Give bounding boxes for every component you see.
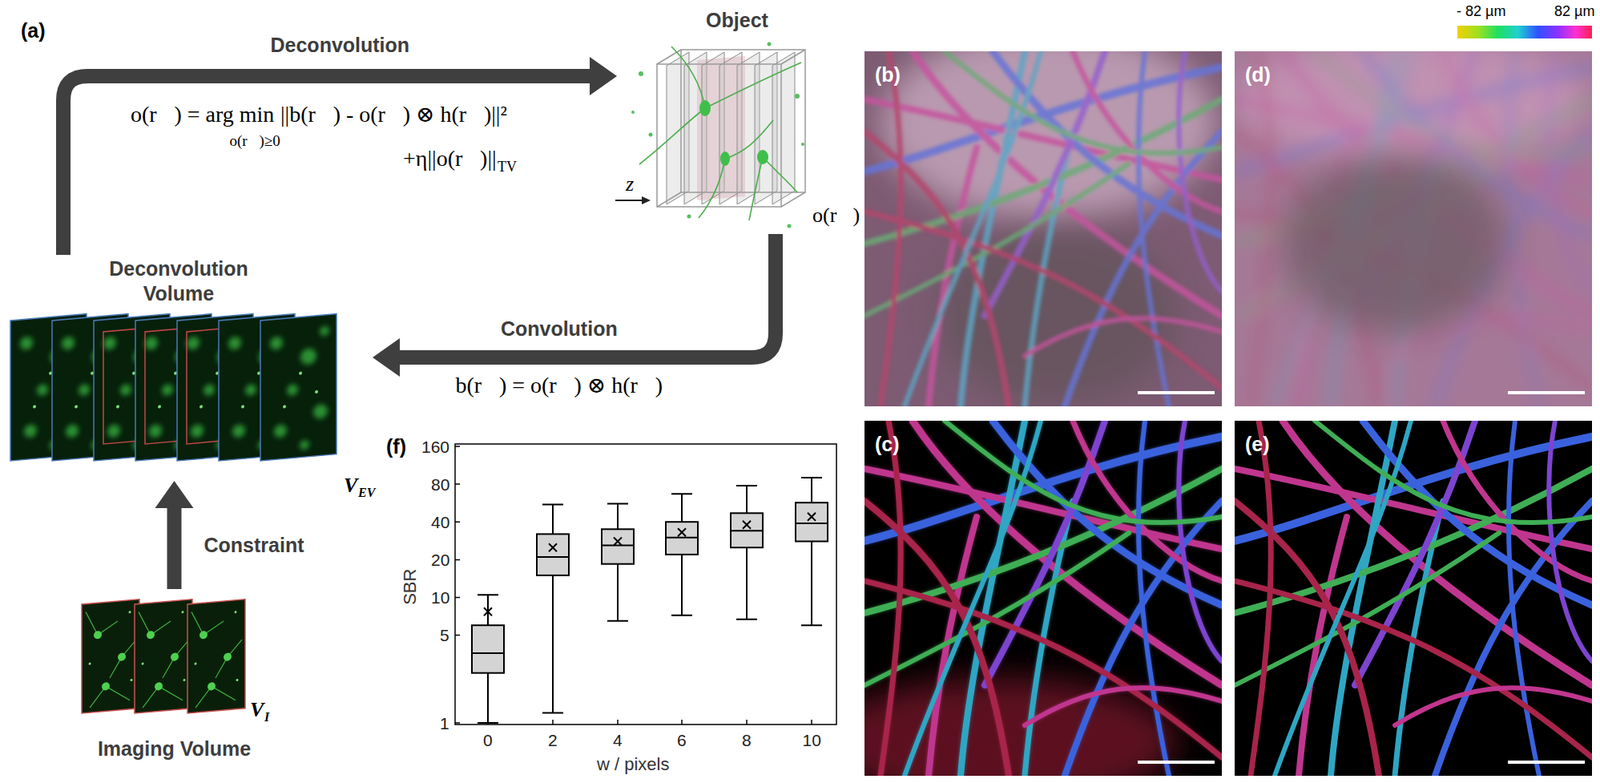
node-title: Object — [689, 8, 786, 33]
image-panel — [1234, 51, 1592, 407]
slice-border — [187, 599, 246, 714]
neurites — [639, 46, 802, 221]
scale-bar — [1507, 760, 1585, 764]
node-title: Imaging Volume — [76, 736, 273, 762]
equation-subscript: TV — [497, 158, 517, 177]
axis-ticks — [455, 446, 812, 725]
volume-node: Deconvolution Volume — [6, 254, 373, 481]
flow-arrow — [63, 76, 592, 255]
tick-label: 5 — [439, 624, 450, 645]
image-panel — [864, 51, 1222, 407]
tick-label: 4 — [612, 729, 623, 750]
object-symbol: o(r⃗) — [812, 202, 860, 228]
connector-group — [63, 56, 617, 255]
tick-label: 8 — [741, 729, 752, 750]
tick-label: 80 — [431, 474, 450, 495]
tick-label: 1 — [439, 713, 450, 734]
slice-border — [81, 599, 140, 714]
arrowhead — [372, 338, 400, 377]
equation-text: o(r⃗) = arg min — [130, 100, 275, 129]
tick-label: 20 — [431, 549, 450, 570]
volume-symbol: V — [249, 697, 264, 722]
scale-bar — [1507, 390, 1585, 395]
panel-letter: (e) — [1245, 431, 1270, 456]
axis-title: w / pixels — [596, 753, 670, 775]
panel-letter: (b) — [874, 62, 901, 87]
arrowhead — [155, 480, 194, 508]
boxes — [471, 477, 828, 723]
scale-bar — [1137, 390, 1215, 395]
equation-subscript: o(r⃗)≥0 — [229, 132, 281, 151]
image-panel — [1234, 420, 1592, 776]
tick-label: 6 — [677, 729, 687, 750]
node-title: Deconvolution Volume — [82, 256, 275, 307]
equation-text: +η||o(r⃗)|| — [403, 145, 497, 173]
axis-symbol: z — [625, 171, 634, 197]
tick-label: 10 — [802, 729, 822, 750]
panel-letter: (c) — [874, 431, 900, 456]
image-panel — [864, 420, 1222, 776]
colorbar-label: - 82 µm — [1456, 3, 1506, 21]
volume-node: Imaging Volume — [76, 588, 273, 770]
equation-text: b(r⃗) = o(r⃗) ⊗ h(r⃗) — [455, 371, 664, 399]
edge-label: Deconvolution — [270, 32, 411, 57]
tick-label: 0 — [483, 729, 493, 750]
tick-label: 40 — [431, 511, 450, 532]
edge-label: Constraint — [204, 532, 305, 557]
panel-letter: (d) — [1245, 62, 1271, 87]
axis-arrowhead — [641, 196, 651, 205]
colorbar-label: 82 µm — [1554, 3, 1595, 21]
volume-box — [656, 49, 806, 207]
axis-title: SBR — [399, 568, 421, 605]
slice-border — [134, 599, 193, 714]
imaging-stack — [81, 599, 246, 714]
equation-text: ||b(r⃗) - o(r⃗) ⊗ h(r⃗)||² — [280, 100, 508, 129]
connector-group — [372, 233, 776, 377]
panel-letter: (a) — [20, 18, 46, 43]
tick-label: 10 — [431, 587, 450, 608]
volume-subscript: EV — [358, 484, 375, 500]
particles — [631, 42, 805, 229]
flow-arrow — [398, 233, 776, 358]
volume-node: Object — [616, 6, 810, 234]
deconvolution-stack — [10, 314, 337, 461]
axis-arrow — [615, 199, 644, 202]
edge-label: Convolution — [500, 316, 618, 341]
tick-label: 2 — [548, 729, 558, 750]
connector-group — [155, 480, 194, 589]
arrowhead — [589, 56, 617, 96]
slice-border — [260, 314, 337, 461]
somata — [699, 100, 769, 166]
flow-arrow — [167, 506, 182, 589]
plot-frame — [455, 443, 837, 725]
volume-subscript: I — [264, 709, 270, 725]
focal-planes — [666, 52, 795, 205]
panel-letter: (f) — [386, 434, 407, 459]
colorbar — [1457, 25, 1592, 39]
volume-symbol: V — [343, 472, 358, 498]
scale-bar — [1137, 760, 1215, 764]
tick-label: 160 — [421, 436, 450, 457]
object-illustration — [615, 42, 806, 229]
box-plot — [455, 443, 837, 725]
